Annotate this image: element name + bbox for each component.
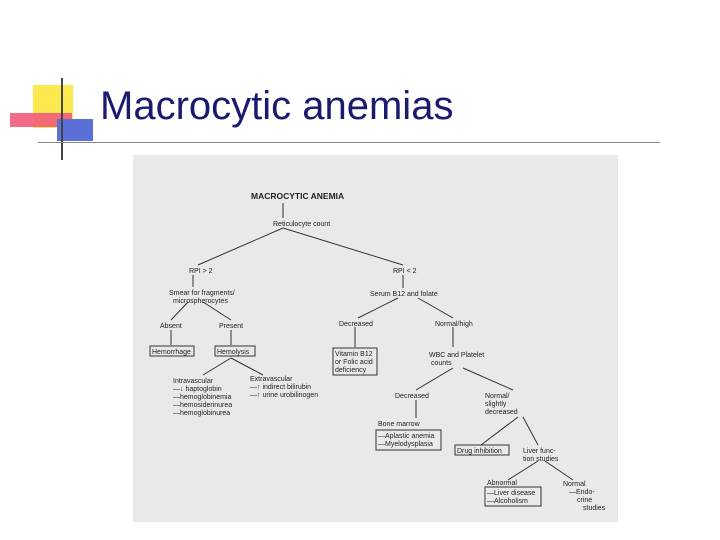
vertical-rule xyxy=(61,78,63,160)
abnormal-item: —Liver disease xyxy=(487,490,535,497)
connector xyxy=(170,301,189,321)
node-drug-inhibition: Drug inhibition xyxy=(457,448,502,455)
intravascular-item: —hemoglobinurea xyxy=(173,410,230,417)
bone-marrow-item: —Aplastic anemia xyxy=(378,433,435,440)
node-decreased-wbc: Decreased xyxy=(395,393,429,400)
connector xyxy=(282,227,404,266)
horizontal-rule xyxy=(38,142,660,143)
box-drug-inhibition xyxy=(454,444,510,456)
abnormal-heading: Abnormal xyxy=(487,480,517,487)
box-hemorrhage xyxy=(149,345,195,357)
flowchart-title: MACROCYTIC ANEMIA xyxy=(251,191,344,201)
slide-title: Macrocytic anemias xyxy=(100,84,454,128)
extravascular-item: —↑ urine urobilinogen xyxy=(250,392,318,399)
abnormal-item: —Alcoholism xyxy=(487,498,528,505)
flowchart-labels: MACROCYTIC ANEMIA Reticulocyte count RPI… xyxy=(152,191,606,512)
intravascular-item: —↓ haptoglobin xyxy=(173,386,222,393)
bone-marrow-heading: Bone marrow xyxy=(378,421,421,428)
red-bar xyxy=(10,113,72,127)
node-vitamin-line: or Folic acid xyxy=(335,359,373,366)
connector xyxy=(462,367,514,391)
connector xyxy=(230,357,264,376)
node-liver-line: tion studies xyxy=(523,456,559,463)
intravascular-item: —hemoglobinemia xyxy=(173,394,231,401)
box-bone-marrow xyxy=(375,429,442,451)
node-vitamin-line: Vitamin B12 xyxy=(335,351,373,358)
node-normal-final-line: studies xyxy=(583,505,606,512)
node-liver-line: Liver func- xyxy=(523,448,556,455)
box-hemolysis xyxy=(214,345,256,357)
node-normal-final-line: crine xyxy=(577,497,592,504)
node-normal-slight-line: slightly xyxy=(485,401,507,408)
intravascular-heading: Intravascular xyxy=(173,378,214,385)
intravascular-item: —hemosiderinurea xyxy=(173,402,232,409)
connector xyxy=(197,227,284,266)
node-hemolysis: Hemolysis xyxy=(217,349,250,356)
node-normal-slight-line: decreased xyxy=(485,409,518,416)
node-normal-slight-line: Normal/ xyxy=(485,393,510,400)
bone-marrow-item: —Myelodysplasia xyxy=(378,441,433,448)
flowchart-image: MACROCYTIC ANEMIA Reticulocyte count RPI… xyxy=(133,155,618,522)
flowchart-diagram: MACROCYTIC ANEMIA Reticulocyte count RPI… xyxy=(149,191,606,512)
flowchart-connectors xyxy=(170,203,574,481)
node-rpi-high: RPI > 2 xyxy=(189,268,213,275)
node-reticulocyte: Reticulocyte count xyxy=(273,221,330,228)
node-smear-line2: microspherocytes xyxy=(173,298,228,305)
node-present: Present xyxy=(219,323,243,330)
connector xyxy=(544,460,574,481)
connector xyxy=(357,297,399,319)
node-wbc-line: counts xyxy=(431,360,452,367)
connector xyxy=(202,357,232,376)
connector xyxy=(507,460,539,481)
node-normal-final-line: Normal xyxy=(563,481,586,488)
blue-square xyxy=(57,119,93,141)
extravascular-heading: Extravascular xyxy=(250,376,293,383)
node-decreased-serum: Decreased xyxy=(339,321,373,328)
box-vitamin xyxy=(332,347,378,376)
connector xyxy=(202,301,232,321)
node-vitamin-line: deficiency xyxy=(335,367,367,374)
node-smear-line1: Smear for fragments/ xyxy=(169,290,235,297)
connector xyxy=(417,297,454,319)
extravascular-item: —↑ indirect bilirubin xyxy=(250,384,311,391)
node-absent: Absent xyxy=(160,323,182,330)
box-abnormal xyxy=(484,486,542,507)
node-serum: Serum B12 and folate xyxy=(370,291,438,298)
flowchart-boxes xyxy=(149,345,542,507)
connector xyxy=(522,416,539,446)
connector xyxy=(415,367,454,391)
node-normal-high: Normal/high xyxy=(435,321,473,328)
connector xyxy=(480,416,519,446)
node-normal-final-line: —Endo- xyxy=(569,489,595,496)
node-hemorrhage: Hemorrhage xyxy=(152,349,191,356)
node-rpi-low: RPI < 2 xyxy=(393,268,417,275)
node-wbc-line: WBC and Platelet xyxy=(429,352,484,359)
